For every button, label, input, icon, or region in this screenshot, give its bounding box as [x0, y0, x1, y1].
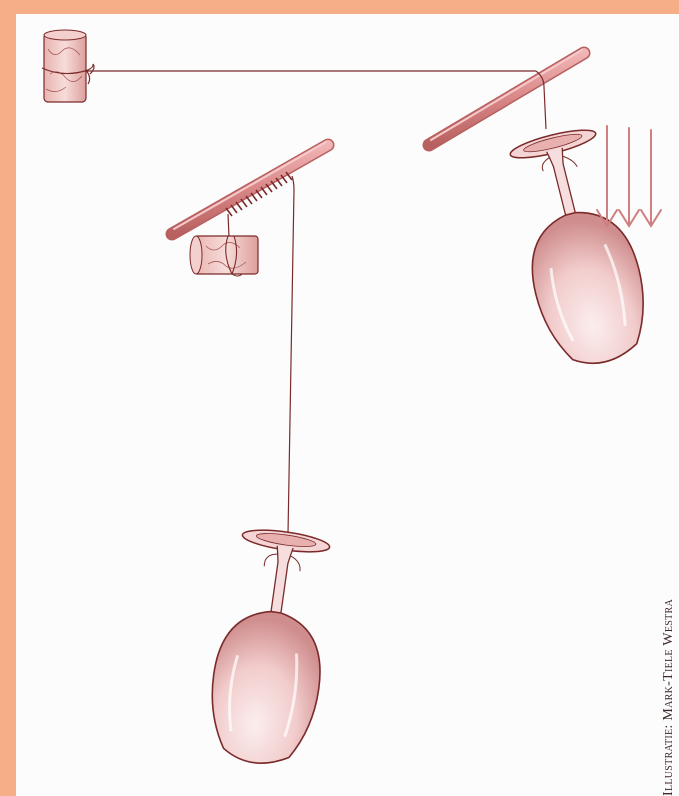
rod-icon	[422, 46, 591, 152]
cork-icon	[189, 235, 259, 277]
down-arrow-icon	[596, 125, 662, 228]
string-long	[287, 175, 295, 535]
illustration-frame: Illustratie: Mark-Tiele Westra	[16, 14, 679, 796]
cork-icon	[41, 29, 95, 103]
illustration-credit: Illustratie: Mark-Tiele Westra	[661, 598, 676, 796]
string-right	[535, 70, 547, 130]
rod-icon	[165, 138, 335, 241]
string-cork	[227, 213, 230, 238]
string-coil	[225, 171, 293, 217]
wine-glass-icon	[509, 129, 644, 365]
wine-glass-icon	[211, 529, 331, 764]
physics-illustration	[41, 29, 662, 764]
